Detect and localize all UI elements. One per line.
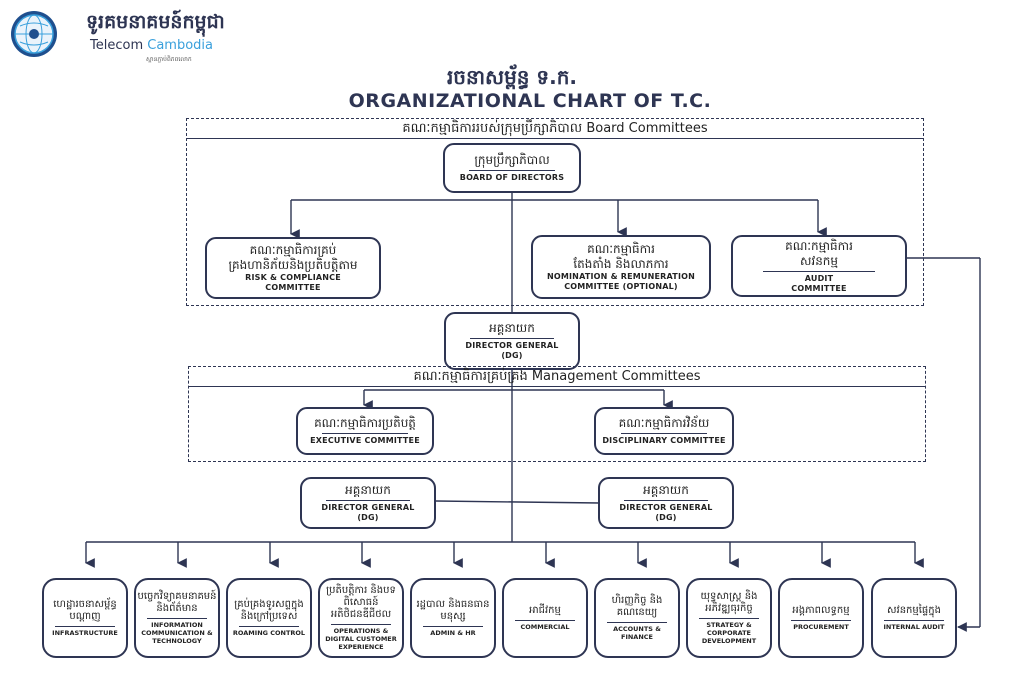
committee-en-line2: COMMITTEE (OPTIONAL) [564,282,678,291]
committee-en-line1: NOMINATION & REMUNERATION [546,272,696,281]
dept-en-label: ADMIN & HR [430,629,476,637]
dept-operations-box: ប្រតិបត្តិការ និងបទពិសោធន៍អតិថិជនឌីជីថល … [318,578,404,658]
committee-en-line2: COMMITTEE [265,283,321,292]
dept-en-label: INFORMATION COMMUNICATION & TECHNOLOGY [141,621,213,645]
dg-en-abbr: (DG) [501,351,523,360]
dept-ict-box: បច្ចេកវិទ្យាគមនាគមន៍និងព័ត៌មាន INFORMATI… [134,578,220,658]
divider [763,270,875,272]
dept-accounts-finance-box: ហិរញ្ញកិច្ច និងគណនេយ្យ ACCOUNTS & FINANC… [594,578,680,658]
dept-kh-label: យុទ្ធសាស្ត្រ និងអភិវឌ្ឍធុរកិច្ច [700,591,758,614]
dept-kh-label: ប្រតិបត្តិការ និងបទពិសោធន៍អតិថិជនឌីជីថល [326,585,396,620]
committee-en-line2: COMMITTEE [791,283,847,293]
deputy-en-abbr: (DG) [655,513,677,522]
dept-kh-label: សវនកម្មផ្ទៃក្នុង [887,605,941,616]
committee-kh-line1: គណៈកម្មាធិការ [785,238,853,253]
dept-kh-label: រដ្ឋបាល និងធនធានមនុស្ស [416,599,490,622]
chart-title-en: ORGANIZATIONAL CHART OF T.C. [348,90,712,112]
divider [239,626,299,627]
dept-procurement-box: អង្គភាពលទ្ធកម្ម PROCUREMENT [778,578,864,658]
committee-kh-line2: គ្រងហានិភ័យនិងប្រតិបត្តិតាម [228,258,358,272]
dept-commercial-box: អាជីវកម្ម COMMERCIAL [502,578,588,658]
committee-en-line1: RISK & COMPLIANCE [245,273,341,282]
divider [624,500,708,501]
board-kh-label: ក្រុមប្រឹក្សាភិបាល [474,153,550,167]
dg-en-label: DIRECTOR GENERAL [465,341,559,350]
telecom-cambodia-logo-icon [11,11,57,57]
risk-compliance-committee-box: គណៈកម្មាធិការគ្រប់ គ្រងហានិភ័យនិងប្រតិបត… [205,237,381,299]
dept-en-label: ACCOUNTS & FINANCE [613,625,661,641]
divider [326,500,410,501]
committee-kh-line1: គណៈកម្មាធិការ [587,242,655,256]
committee-kh-label: គណៈកម្មាធិការវិន័យ [618,416,710,430]
brand-name-en: Telecom Cambodia [90,38,213,53]
dept-internal-audit-box: សវនកម្មផ្ទៃក្នុង INTERNAL AUDIT [871,578,957,658]
dept-en-label: COMMERCIAL [520,623,570,631]
dept-kh-label: អាជីវកម្ម [529,605,561,616]
divider [607,622,667,623]
dept-en-label: STRATEGY & CORPORATE DEVELOPMENT [701,621,757,645]
board-of-directors-box: ក្រុមប្រឹក្សាភិបាល BOARD OF DIRECTORS [443,143,581,193]
committee-en-line1: AUDIT [804,273,834,283]
director-general-box: អគ្គនាយក DIRECTOR GENERAL (DG) [444,312,580,370]
divider [699,618,759,619]
deputy-en-abbr: (DG) [357,513,379,522]
divider [620,433,708,434]
brand-tagline: ស្ពានភ្ជាប់ពិភពលោក [146,56,192,63]
chart-title-kh: រចនាសម្ព័ន្ធ ទ.ក. [446,65,578,89]
dept-kh-label: ហេដ្ឋារចនាសម្ព័ន្ធបណ្តាញ [53,599,117,622]
divider [331,624,391,625]
dept-en-label: OPERATIONS & DIGITAL CUSTOMER EXPERIENCE [325,627,397,651]
deputy-director-general-box-right: អគ្គនាយក DIRECTOR GENERAL (DG) [598,477,734,529]
board-en-label: BOARD OF DIRECTORS [459,173,565,182]
committee-kh-label: គណៈកម្មាធិការប្រតិបត្តិ [314,416,416,430]
management-committees-frame-title: គណៈកម្មាធិការគ្រប់គ្រង Management Commit… [189,368,925,387]
dept-kh-label: គ្រប់គ្រងទូរសព្ទក្នុងនិងក្រៅប្រទេស [234,599,304,622]
audit-committee-box: គណៈកម្មាធិការ សវនកម្ម AUDIT COMMITTEE [731,235,907,297]
divider [55,626,115,627]
dept-strategy-box: យុទ្ធសាស្ត្រ និងអភិវឌ្ឍធុរកិច្ច STRATEGY… [686,578,772,658]
brand-name-en-part2: Cambodia [147,38,213,53]
brand-name-en-part1: Telecom [90,38,144,53]
divider [423,626,483,627]
dept-en-label: PROCUREMENT [793,623,849,631]
deputy-director-general-box-left: អគ្គនាយក DIRECTOR GENERAL (DG) [300,477,436,529]
divider [470,338,554,339]
divider [515,620,575,621]
dept-en-label: INFRASTRUCTURE [52,629,118,637]
brand-name-kh: ទូរគមនាគមន៍កម្ពុជា [86,11,225,33]
board-committees-frame-title: គណៈកម្មាធិការរបស់ក្រុមប្រឹក្សាភិបាល Boar… [187,120,923,139]
dept-infrastructure-box: ហេដ្ឋារចនាសម្ព័ន្ធបណ្តាញ INFRASTRUCTURE [42,578,128,658]
committee-en-label: DISCIPLINARY COMMITTEE [602,436,726,445]
dept-kh-label: បច្ចេកវិទ្យាគមនាគមន៍និងព័ត៌មាន [137,591,217,614]
deputy-kh-label: អគ្គនាយក [345,483,391,497]
dept-kh-label: អង្គភាពលទ្ធកម្ម [792,605,850,616]
dept-kh-label: ហិរញ្ញកិច្ច និងគណនេយ្យ [611,595,663,618]
divider [147,618,207,619]
board-committees-frame: គណៈកម្មាធិការរបស់ក្រុមប្រឹក្សាភិបាល Boar… [186,118,924,306]
committee-kh-line2: តែងតាំង និងលាភការ [573,257,669,271]
committee-kh-line2: សវនកម្ម [799,253,839,268]
divider [884,620,944,621]
dept-admin-hr-box: រដ្ឋបាល និងធនធានមនុស្ស ADMIN & HR [410,578,496,658]
dg-kh-label: អគ្គនាយក [489,321,535,335]
disciplinary-committee-box: គណៈកម្មាធិការវិន័យ DISCIPLINARY COMMITTE… [594,407,734,455]
dept-en-label: ROAMING CONTROL [232,629,306,637]
deputy-en-label: DIRECTOR GENERAL [321,503,415,512]
divider [791,620,851,621]
deputy-kh-label: អគ្គនាយក [643,483,689,497]
deputy-en-label: DIRECTOR GENERAL [619,503,713,512]
dept-roaming-control-box: គ្រប់គ្រងទូរសព្ទក្នុងនិងក្រៅប្រទេស ROAMI… [226,578,312,658]
nomination-remuneration-committee-box: គណៈកម្មាធិការ តែងតាំង និងលាភការ NOMINATI… [531,235,711,299]
divider [322,433,408,434]
committee-en-label: EXECUTIVE COMMITTEE [310,436,420,445]
divider [469,170,555,171]
executive-committee-box: គណៈកម្មាធិការប្រតិបត្តិ EXECUTIVE COMMIT… [296,407,434,455]
committee-kh-line1: គណៈកម្មាធិការគ្រប់ [249,243,337,257]
management-committees-frame: គណៈកម្មាធិការគ្រប់គ្រង Management Commit… [188,366,926,462]
dept-en-label: INTERNAL AUDIT [883,623,945,631]
